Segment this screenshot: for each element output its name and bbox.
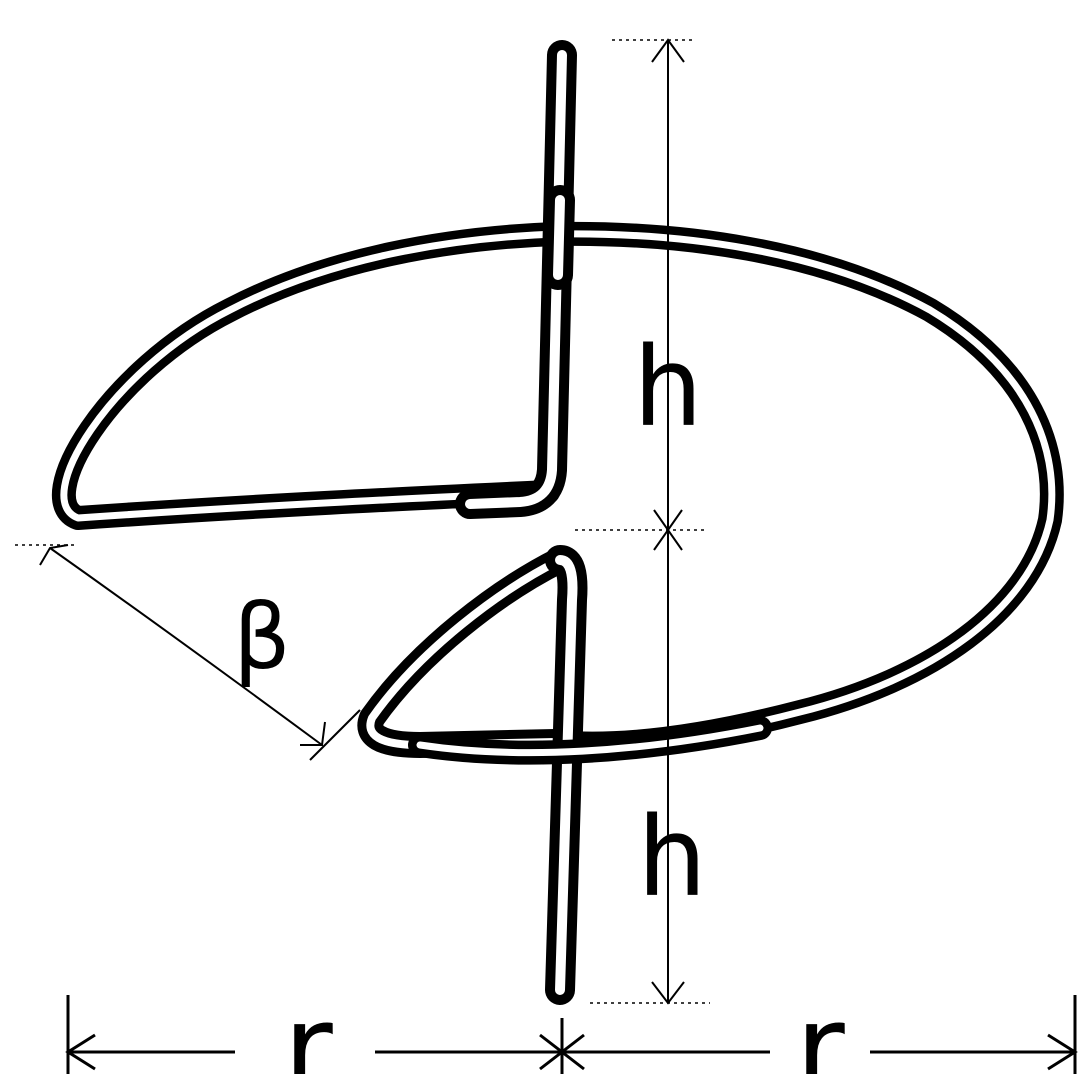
label-h-upper: h <box>633 323 703 451</box>
lower-leg <box>545 545 588 1005</box>
radius-dimension <box>65 995 1078 1074</box>
angle-dimension <box>15 544 361 761</box>
ring-front-arc <box>408 716 772 765</box>
label-beta: β <box>233 585 290 690</box>
label-h-lower: h <box>637 793 707 921</box>
label-r-left: r <box>283 980 333 1074</box>
lower-hook <box>357 547 573 758</box>
upper-leg <box>455 40 577 519</box>
height-dimension <box>575 38 710 1005</box>
label-r-right: r <box>795 980 845 1074</box>
ring-back-arc <box>51 221 1064 756</box>
